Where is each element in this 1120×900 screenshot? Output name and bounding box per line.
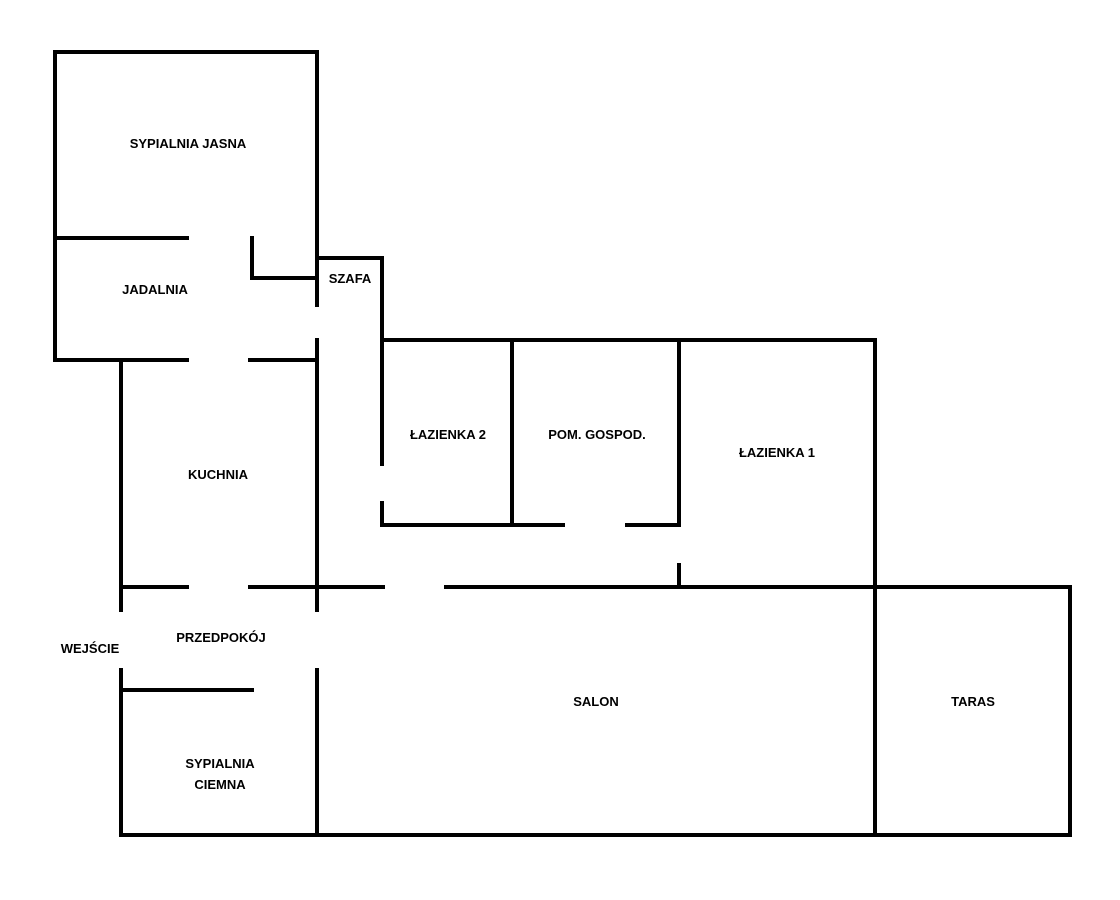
wall-bedroom-outer [53,50,319,307]
room-label-jadalnia: JADALNIA [122,282,188,297]
room-label-wejscie: WEJŚCIE [61,641,120,656]
room-label-sypialnia-ciemna-line1: SYPIALNIA [185,756,255,771]
room-label-lazienka-1: ŁAZIENKA 1 [739,445,815,460]
wall-szafa [315,256,384,342]
room-label-salon: SALON [573,694,619,709]
room-label-taras: TARAS [951,694,995,709]
room-label-kuchnia: KUCHNIA [188,467,249,482]
room-label-szafa: SZAFA [329,271,372,286]
room-label-pom-gospod: POM. GOSPOD. [548,427,646,442]
wall-bathrooms-top [380,338,877,589]
wall-pom-gospod-right [625,338,681,527]
room-label-lazienka-2: ŁAZIENKA 2 [410,427,486,442]
wall-lazienka2-bottom [380,501,565,527]
wall-jadalnia-left [53,236,189,362]
room-labels: SYPIALNIA JASNA JADALNIA SZAFA KUCHNIA Ł… [61,136,995,792]
room-label-przedpokoj: PRZEDPOKÓJ [176,630,266,645]
wall-ciemna-outer [119,585,1072,837]
room-label-sypialnia-ciemna-line2: CIEMNA [194,777,246,792]
wall-bedroom-divider-right [250,236,319,280]
walls [53,50,1072,837]
room-label-sypialnia-jasna: SYPIALNIA JASNA [130,136,247,151]
